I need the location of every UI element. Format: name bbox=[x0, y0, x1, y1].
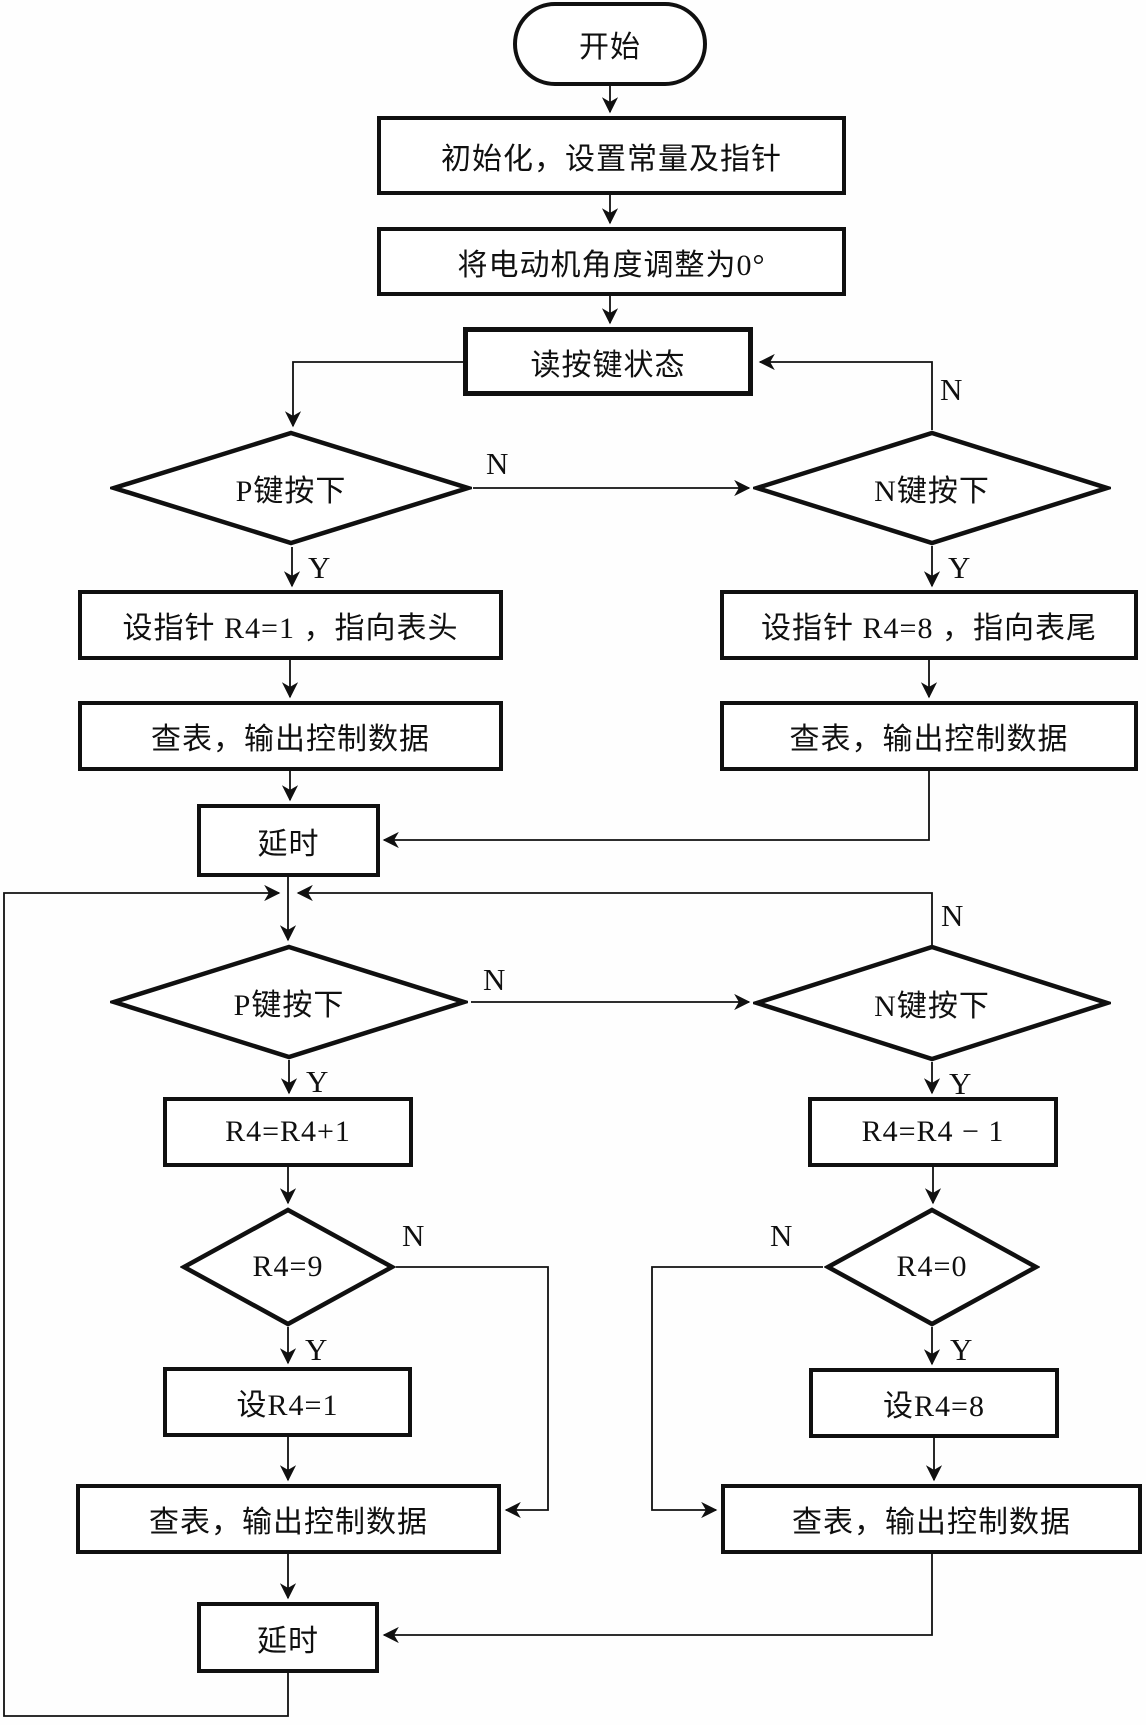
node-set-r4-1: 设R4=1 bbox=[163, 1367, 412, 1437]
decision-n-key-1: N键按下 bbox=[753, 430, 1111, 546]
node-label: 查表，输出控制数据 bbox=[792, 1506, 1071, 1539]
decision-r4-eq-9: R4=9 bbox=[180, 1207, 396, 1327]
diamond-shape bbox=[110, 944, 468, 1060]
node-label: 设指针 R4=1 ，指向表头 bbox=[122, 612, 459, 645]
node-label: 延时 bbox=[257, 827, 320, 861]
branch-label-no: N bbox=[940, 372, 963, 407]
node-label: N键按下 bbox=[874, 475, 990, 508]
node-lookup-bottom-left: 查表，输出控制数据 bbox=[76, 1484, 501, 1554]
node-label: 设指针 R4=8 ，指向表尾 bbox=[761, 612, 1097, 645]
decision-p-key-2: P键按下 bbox=[110, 944, 468, 1060]
node-label: P键按下 bbox=[235, 475, 347, 508]
node-label: 设R4=1 bbox=[236, 1389, 339, 1422]
decision-p-key-1: P键按下 bbox=[110, 430, 472, 546]
node-label: R4=0 bbox=[896, 1250, 968, 1283]
node-delay-bottom: 延时 bbox=[197, 1602, 379, 1673]
node-lookup-top-right: 查表，输出控制数据 bbox=[720, 701, 1138, 771]
node-decr-r4: R4=R4 − 1 bbox=[808, 1097, 1058, 1167]
node-delay-top: 延时 bbox=[197, 804, 380, 877]
node-label: 读按键状态 bbox=[530, 348, 686, 382]
branch-label-no: N bbox=[770, 1218, 793, 1253]
node-label: R4=9 bbox=[252, 1250, 324, 1283]
branch-label-no: N bbox=[483, 962, 506, 997]
node-label: R4=R4+1 bbox=[225, 1115, 351, 1148]
node-label: 开始 bbox=[579, 31, 641, 64]
diamond-shape bbox=[180, 1207, 396, 1327]
branch-label-no: N bbox=[941, 898, 964, 933]
diamond-shape bbox=[753, 430, 1111, 546]
node-label: 将电动机角度调整为0° bbox=[457, 248, 766, 282]
diamond-shape bbox=[110, 430, 472, 546]
node-label: 查表，输出控制数据 bbox=[151, 723, 430, 756]
node-label: 查表，输出控制数据 bbox=[149, 1506, 428, 1539]
branch-label-yes: Y bbox=[948, 550, 971, 585]
decision-n-key-2: N键按下 bbox=[753, 944, 1111, 1062]
node-label: 设R4=8 bbox=[883, 1390, 985, 1423]
node-start: 开始 bbox=[513, 2, 707, 86]
diamond-shape bbox=[753, 944, 1111, 1062]
branch-label-yes: Y bbox=[305, 1332, 328, 1367]
decision-r4-eq-0: R4=0 bbox=[824, 1207, 1040, 1327]
node-label: 查表，输出控制数据 bbox=[789, 723, 1069, 756]
node-set-r4-8: 设R4=8 bbox=[809, 1368, 1059, 1438]
node-label: 延时 bbox=[257, 1624, 319, 1658]
node-label: R4=R4 − 1 bbox=[861, 1115, 1005, 1148]
node-lookup-top-left: 查表，输出控制数据 bbox=[78, 701, 503, 771]
node-label: P键按下 bbox=[233, 989, 345, 1022]
branch-label-yes: Y bbox=[949, 1066, 972, 1101]
node-incr-r4: R4=R4+1 bbox=[163, 1097, 413, 1167]
branch-label-no: N bbox=[402, 1218, 425, 1253]
node-lookup-bottom-right: 查表，输出控制数据 bbox=[721, 1484, 1142, 1554]
node-init: 初始化，设置常量及指针 bbox=[377, 116, 846, 195]
node-adjust-angle: 将电动机角度调整为0° bbox=[377, 227, 846, 296]
branch-label-yes: Y bbox=[950, 1332, 973, 1367]
node-set-pointer-head: 设指针 R4=1 ，指向表头 bbox=[78, 590, 503, 660]
node-label: 初始化，设置常量及指针 bbox=[441, 142, 782, 176]
branch-label-yes: Y bbox=[308, 550, 331, 585]
node-set-pointer-tail: 设指针 R4=8 ，指向表尾 bbox=[720, 590, 1138, 660]
branch-label-no: N bbox=[486, 446, 509, 481]
diamond-shape bbox=[824, 1207, 1040, 1327]
node-label: N键按下 bbox=[874, 990, 990, 1023]
node-read-keys: 读按键状态 bbox=[463, 327, 753, 396]
branch-label-yes: Y bbox=[306, 1064, 329, 1099]
